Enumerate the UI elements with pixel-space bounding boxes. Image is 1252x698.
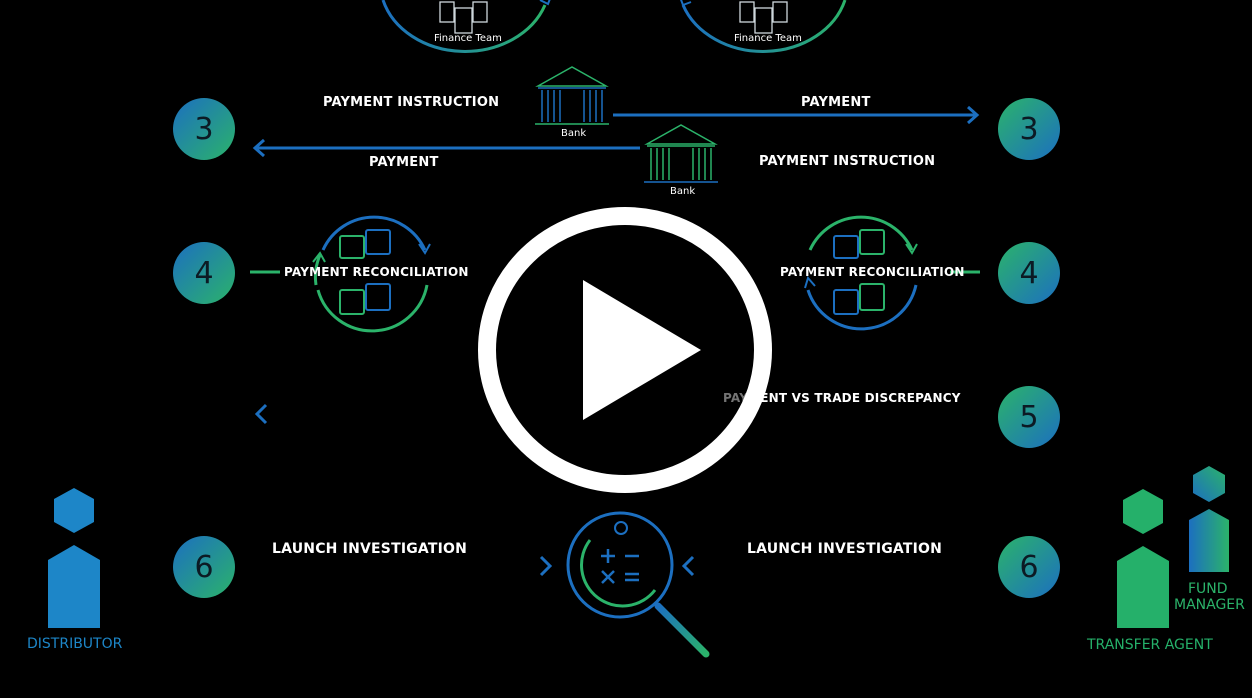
finance-team-label-left: Finance Team	[434, 33, 502, 44]
fund-manager-label-line2: MANAGER	[1174, 597, 1245, 613]
magnifier-calculator-icon	[566, 511, 710, 658]
step6-left-label: LAUNCH INVESTIGATION	[272, 541, 468, 557]
step-6-left-badge: 6	[173, 536, 235, 598]
step3-top-left-label: PAYMENT INSTRUCTION	[323, 95, 500, 110]
bank-icon	[644, 124, 718, 183]
step-5-badge: 5	[998, 386, 1060, 448]
team-icon	[739, 1, 788, 34]
transfer-agent-person-icon	[1117, 489, 1169, 628]
step-6-right-badge: 6	[998, 536, 1060, 598]
step3-top-right-label: PAYMENT	[801, 95, 871, 110]
step3-bottom-right-label: PAYMENT INSTRUCTION	[759, 154, 936, 169]
play-button[interactable]	[477, 206, 773, 494]
step3-arrows	[252, 105, 980, 158]
finance-team-label-right: Finance Team	[734, 33, 802, 44]
step4-left-label: PAYMENT RECONCILIATION	[284, 265, 469, 279]
fund-manager-label-line1: FUND	[1188, 581, 1228, 597]
step-3-right-badge: 3	[998, 98, 1060, 160]
puzzle-reconcile-icon	[804, 215, 918, 331]
fund-manager-person-icon	[1189, 466, 1229, 572]
distributor-label: DISTRIBUTOR	[27, 636, 123, 652]
step6-arrows	[250, 555, 982, 577]
distributor-person-icon	[48, 488, 100, 628]
step4-right-label: PAYMENT RECONCILIATION	[780, 265, 965, 279]
bank-icon	[535, 66, 609, 125]
finance-team-left-cycle	[381, 0, 551, 53]
finance-team-right-cycle	[680, 0, 847, 53]
bank-label-top: Bank	[561, 128, 587, 139]
transfer-agent-label: TRANSFER AGENT	[1087, 637, 1213, 653]
play-icon	[583, 280, 701, 420]
team-icon	[439, 1, 488, 34]
puzzle-reconcile-icon	[312, 215, 431, 333]
step-3-left-badge: 3	[173, 98, 235, 160]
step5-label: PAYMENT VS TRADE DISCREPANCY	[723, 391, 961, 405]
step-4-left-badge: 4	[173, 242, 235, 304]
step6-right-label: LAUNCH INVESTIGATION	[747, 541, 943, 557]
bank-label-bottom: Bank	[670, 186, 696, 197]
step-4-right-badge: 4	[998, 242, 1060, 304]
step3-bottom-left-label: PAYMENT	[369, 155, 439, 170]
